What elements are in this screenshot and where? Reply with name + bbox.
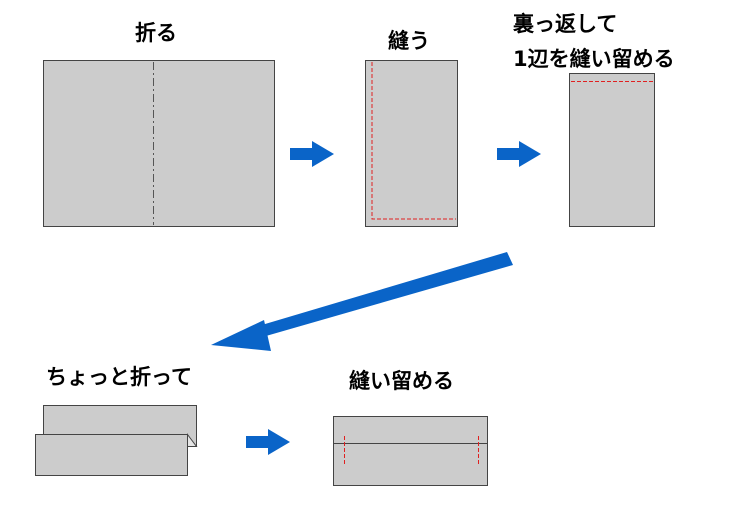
step4-fold-flap: [187, 433, 198, 447]
arrow-3: [246, 429, 290, 455]
step2-stitch-line: [371, 62, 456, 220]
step5-fabric: [333, 416, 488, 486]
step3-label-line2: 1辺を縫い留める: [513, 47, 675, 71]
step4-fabric: [35, 405, 198, 476]
step1-label: 折る: [135, 21, 177, 45]
step5-label: 縫い留める: [349, 369, 454, 393]
step1-fabric: [43, 60, 275, 227]
arrow-1: [290, 141, 334, 167]
step2-label: 縫う: [388, 29, 430, 53]
arrow-diagonal: [211, 252, 513, 351]
step3-label-line1: 裏っ返して: [513, 12, 618, 36]
step4-label: ちょっと折って: [46, 365, 192, 389]
step3-fabric: [569, 73, 655, 227]
step2-fabric: [365, 60, 458, 227]
arrow-2: [497, 141, 541, 167]
